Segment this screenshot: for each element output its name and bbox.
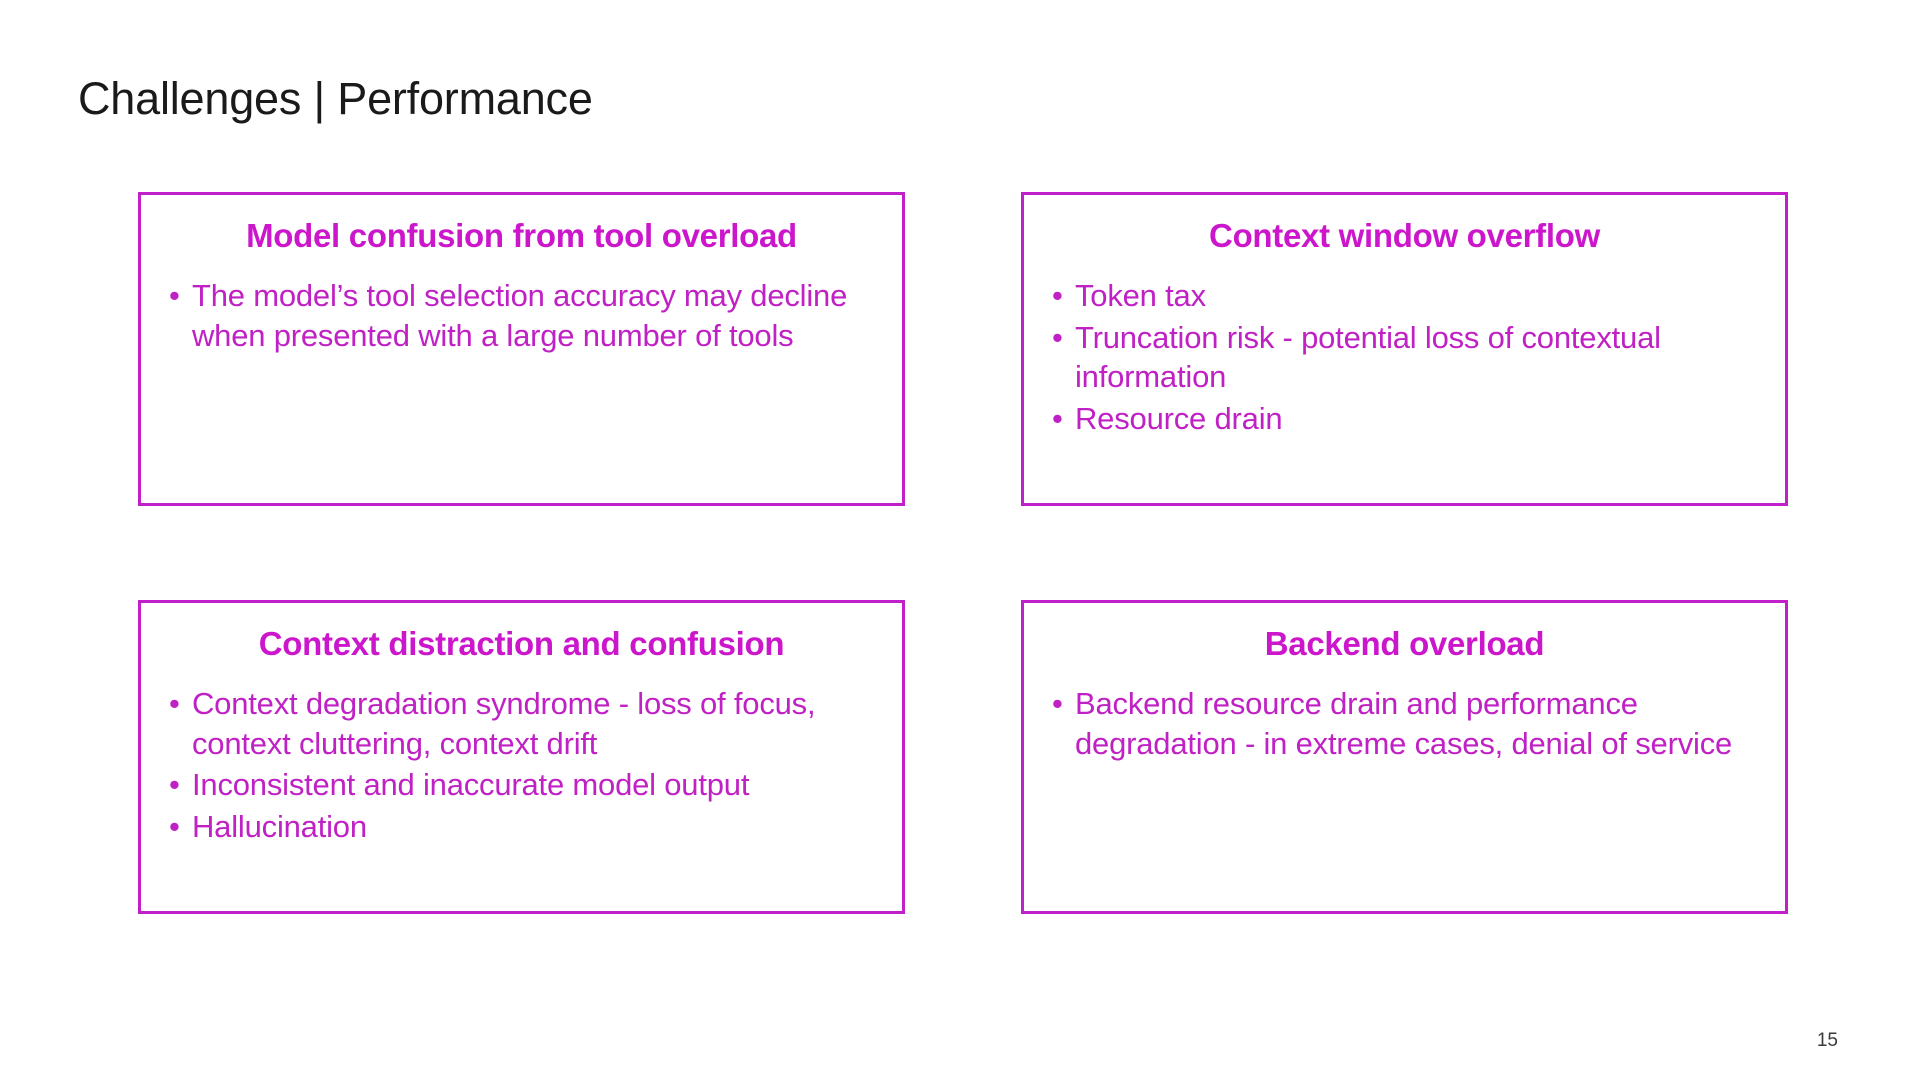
list-item-text: Backend resource drain and performance d… (1075, 685, 1733, 761)
list-item: • Context degradation syndrome - loss of… (167, 684, 876, 763)
page-number: 15 (1816, 1030, 1838, 1051)
bullet-icon: • (1052, 685, 1063, 721)
bullet-icon: • (169, 767, 180, 803)
list-item-text: Inconsistent and inaccurate model output (192, 767, 750, 803)
challenge-card-model-confusion[interactable]: Model confusion from tool overload • The… (138, 192, 905, 506)
card-title: Context distraction and confusion (258, 625, 785, 662)
card-title: Backend overload (1264, 625, 1545, 662)
card-bullet-list: • Token tax • Truncation risk - potentia… (1050, 276, 1759, 439)
card-title: Model confusion from tool overload (246, 217, 797, 254)
list-item: • Hallucination (167, 807, 876, 847)
bullet-icon: • (169, 808, 180, 844)
challenge-card-backend-overload[interactable]: Backend overload • Backend resource drai… (1021, 600, 1788, 914)
challenge-card-context-distraction[interactable]: Context distraction and confusion • Cont… (138, 600, 905, 914)
list-item-text: Context degradation syndrome - loss of f… (192, 685, 816, 761)
page-title: Challenges | Performance (78, 73, 593, 124)
challenge-card-grid: Model confusion from tool overload • The… (138, 192, 1788, 914)
list-item-text: Token tax (1075, 277, 1206, 313)
bullet-icon: • (169, 277, 180, 313)
list-item-text: Truncation risk - potential loss of cont… (1075, 319, 1661, 395)
bullet-icon: • (169, 685, 180, 721)
list-item-text: Hallucination (192, 808, 367, 844)
list-item: • Inconsistent and inaccurate model outp… (167, 765, 876, 805)
card-title: Context window overflow (1209, 217, 1600, 254)
card-bullet-list: • Backend resource drain and performance… (1050, 684, 1759, 763)
card-bullet-list: • Context degradation syndrome - loss of… (167, 684, 876, 847)
bullet-icon: • (1052, 277, 1063, 313)
list-item: • Backend resource drain and performance… (1050, 684, 1759, 763)
list-item-text: Resource drain (1075, 400, 1283, 436)
bullet-icon: • (1052, 319, 1063, 355)
list-item-text: The model’s tool selection accuracy may … (192, 277, 848, 353)
challenge-card-context-window-overflow[interactable]: Context window overflow • Token tax • Tr… (1021, 192, 1788, 506)
list-item: • The model’s tool selection accuracy ma… (167, 276, 876, 355)
list-item: • Truncation risk - potential loss of co… (1050, 318, 1759, 397)
card-bullet-list: • The model’s tool selection accuracy ma… (167, 276, 876, 355)
list-item: • Resource drain (1050, 399, 1759, 439)
list-item: • Token tax (1050, 276, 1759, 316)
bullet-icon: • (1052, 400, 1063, 436)
